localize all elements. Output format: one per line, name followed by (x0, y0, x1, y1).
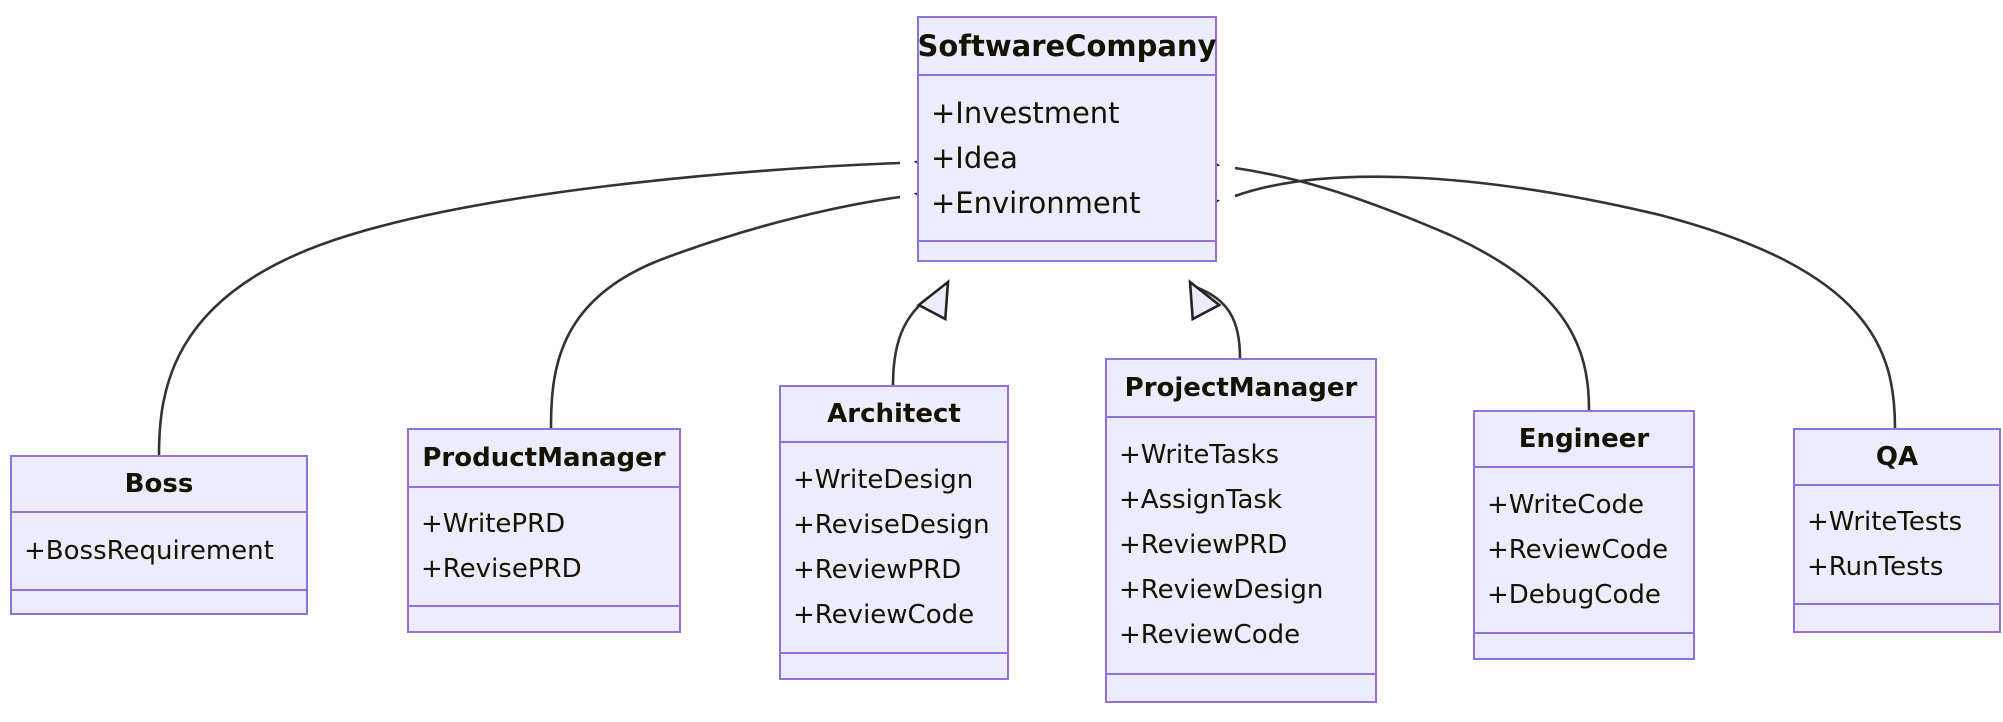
uml-class-project-manager[interactable]: ProjectManager +WriteTasks +AssignTask +Rev… (1105, 358, 1377, 703)
generalization-arrowhead-icon (916, 279, 950, 322)
class-name-project-manager: ProjectManager (1107, 360, 1375, 418)
attribute-row: +WriteTasks (1119, 440, 1280, 470)
class-methods-software-company (919, 242, 1215, 264)
attribute-row: +ReviewDesign (1119, 575, 1324, 605)
class-name-qa: QA (1795, 430, 1999, 486)
class-name-architect: Architect (781, 387, 1007, 443)
edge-architect (891, 279, 950, 386)
class-methods-project-manager (1107, 675, 1375, 705)
class-attributes-engineer: +WriteCode +ReviewCode +DebugCode (1475, 468, 1693, 634)
attribute-row: +ReviewCode (793, 599, 975, 630)
class-methods-architect (781, 654, 1007, 682)
uml-class-boss[interactable]: Boss +BossRequirement (10, 455, 308, 615)
class-attributes-software-company: +Investment +Idea +Environment (919, 76, 1215, 242)
attribute-row: +Idea (931, 140, 1018, 175)
attribute-row: +WritePRD (421, 508, 566, 539)
attribute-row: +DebugCode (1487, 579, 1661, 610)
generalization-arrowhead-icon (1188, 279, 1222, 322)
class-name-boss: Boss (12, 457, 306, 513)
class-methods-product-manager (409, 607, 679, 635)
uml-class-qa[interactable]: QA +WriteTests +RunTests (1793, 428, 2001, 633)
attribute-row: +Environment (931, 185, 1141, 220)
edge-line (891, 288, 941, 386)
class-attributes-boss: +BossRequirement (12, 513, 306, 591)
attribute-row: +RunTests (1807, 551, 1944, 582)
class-name-engineer: Engineer (1475, 412, 1693, 468)
attribute-row: +WriteTests (1807, 506, 1963, 537)
class-methods-qa (1795, 605, 1999, 635)
attribute-row: +ReviewPRD (793, 554, 962, 585)
attribute-row: +Investment (931, 95, 1120, 130)
edge-line (1197, 286, 1242, 359)
attribute-row: +RevisePRD (421, 553, 582, 584)
attribute-row: +WriteDesign (793, 464, 974, 495)
uml-class-engineer[interactable]: Engineer +WriteCode +ReviewCode +DebugCode (1473, 410, 1695, 660)
attribute-row: +WriteCode (1487, 489, 1644, 520)
class-attributes-qa: +WriteTests +RunTests (1795, 486, 1999, 605)
attribute-row: +ReviewCode (1487, 534, 1669, 565)
uml-class-product-manager[interactable]: ProductManager +WritePRD +RevisePRD (407, 428, 681, 633)
class-attributes-architect: +WriteDesign +ReviseDesign +ReviewPRD +Revi… (781, 443, 1007, 654)
class-methods-boss (12, 591, 306, 617)
attribute-row: +BossRequirement (24, 535, 274, 566)
edge-project-manager (1188, 279, 1242, 359)
uml-class-software-company[interactable]: SoftwareCompany +Investment +Idea +Environm… (917, 16, 1217, 262)
class-methods-engineer (1475, 634, 1693, 662)
class-attributes-product-manager: +WritePRD +RevisePRD (409, 488, 679, 607)
attribute-row: +ReviseDesign (793, 509, 990, 540)
attribute-row: +ReviewPRD (1119, 530, 1288, 560)
class-name-product-manager: ProductManager (409, 430, 679, 488)
attribute-row: +AssignTask (1119, 485, 1282, 515)
class-name-software-company: SoftwareCompany (918, 18, 1216, 76)
attribute-row: +ReviewCode (1119, 620, 1301, 650)
class-attributes-project-manager: +WriteTasks +AssignTask +ReviewPRD +ReviewD… (1107, 418, 1375, 675)
uml-class-architect[interactable]: Architect +WriteDesign +ReviseDesign +Revie… (779, 385, 1009, 680)
